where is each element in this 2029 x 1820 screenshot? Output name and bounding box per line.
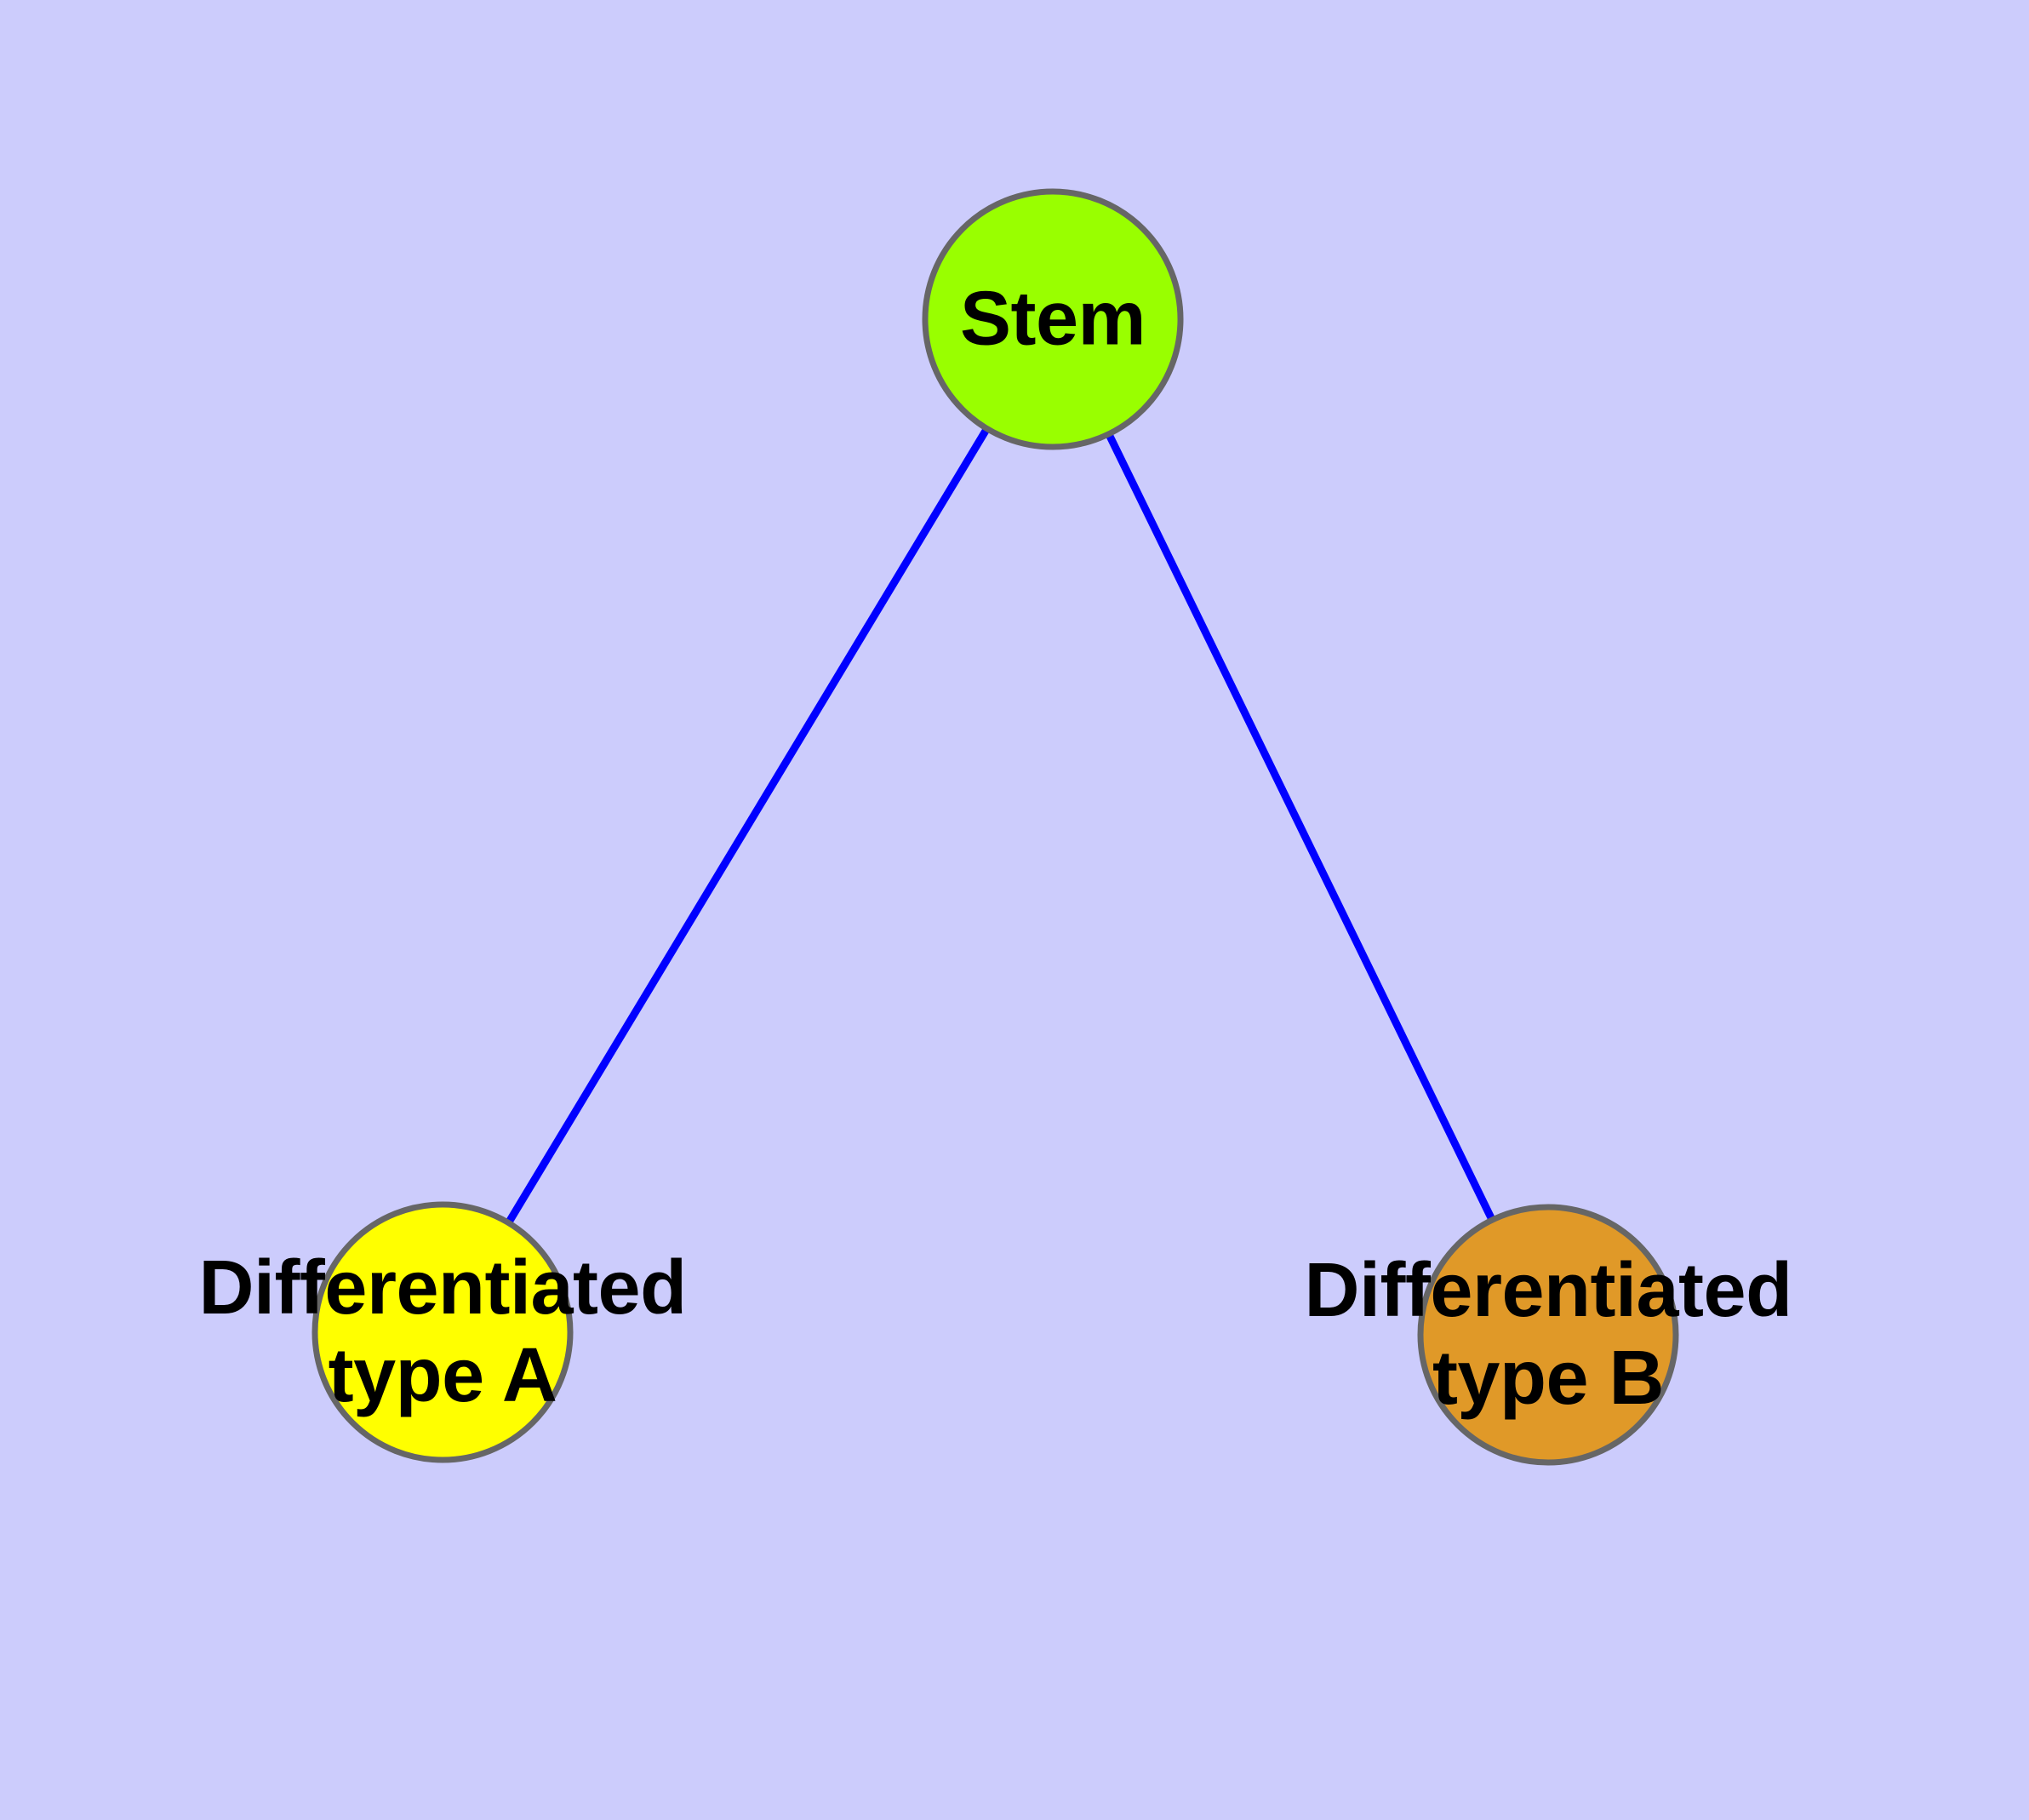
edges-layer	[439, 317, 1552, 1336]
graph-node-stem[interactable]	[922, 188, 1184, 450]
graph-edge-stem-to-diff_b	[1049, 318, 1552, 1336]
graph-node-diff_b[interactable]	[1417, 1204, 1679, 1466]
nodes-layer	[311, 188, 1679, 1466]
graph-edge-stem-to-diff_a	[439, 317, 1056, 1335]
graph-node-diff_a[interactable]	[311, 1201, 574, 1463]
